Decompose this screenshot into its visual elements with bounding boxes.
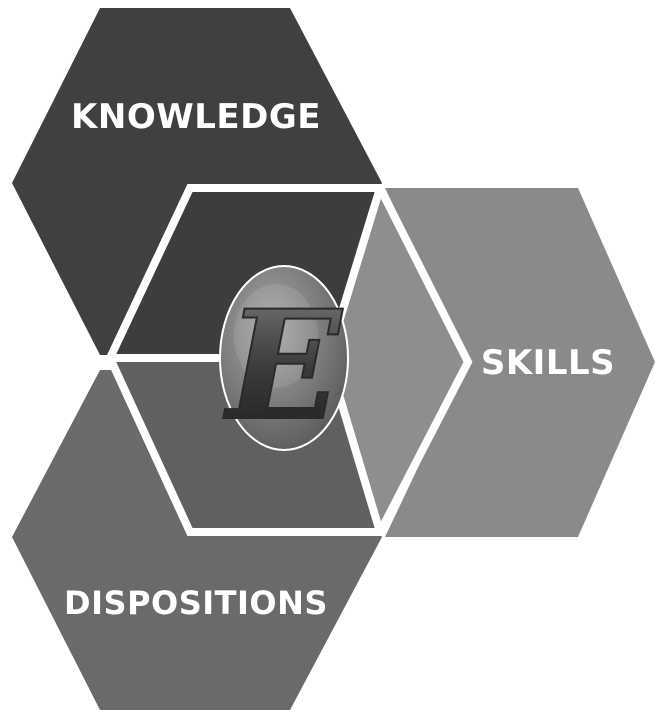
skills-hexagon [385, 188, 655, 537]
blackletter-e-emblem-icon: E [219, 265, 349, 455]
knowledge-label: KNOWLEDGE [71, 97, 321, 137]
skills-label: SKILLS [481, 343, 615, 383]
dispositions-label: DISPOSITIONS [64, 584, 328, 622]
emblem-letter: E [223, 278, 344, 454]
center-skills-segment [328, 188, 468, 532]
